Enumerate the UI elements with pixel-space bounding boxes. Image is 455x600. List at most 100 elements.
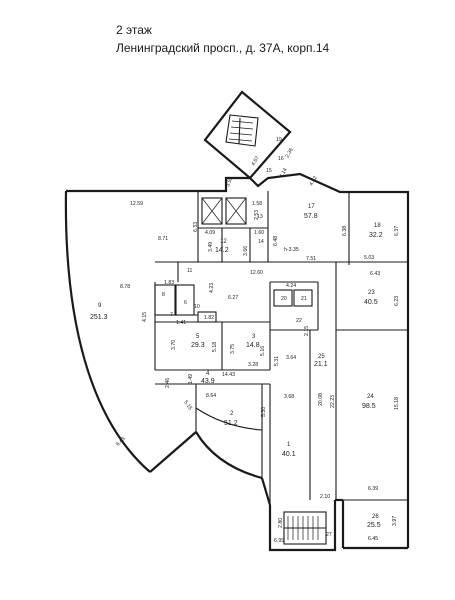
room-2-number: 2	[230, 411, 234, 417]
dim-label: 1.49	[188, 374, 194, 384]
dim-label: 2.15	[304, 326, 310, 336]
room-15-number: 15	[266, 168, 272, 174]
interior-walls	[154, 191, 408, 545]
dim-label: 6.99	[274, 538, 284, 544]
dim-label: 14.43	[222, 372, 235, 378]
dim-label: 4.24	[286, 283, 296, 289]
room-23-area: 40.5	[364, 299, 378, 306]
dim-label: 5.15	[182, 400, 193, 412]
room-13-number: 13	[257, 214, 263, 220]
room-24-area: 98.5	[362, 403, 376, 410]
dim-label: 7.51	[306, 256, 316, 262]
dim-label: 6.37	[394, 226, 400, 236]
dim-label: 5.30	[261, 407, 267, 417]
room-7-number: 7	[170, 312, 173, 318]
dim-label: 3.59	[225, 176, 234, 188]
dim-label: 2.10	[320, 494, 330, 500]
dim-label: 6.23	[394, 296, 400, 306]
room-16-number: 16	[278, 156, 284, 162]
room-4-area: 43.9	[201, 378, 215, 385]
outer-walls	[64, 172, 410, 552]
dim-label: 3.28	[248, 362, 258, 368]
dim-label: 1.60	[254, 230, 264, 236]
dim-label: 4.23	[209, 283, 215, 293]
small-room-numbers: 7 6 8 10 11 13 14 15 16 19 20 21 22 27	[162, 137, 332, 538]
dim-label: 4.09	[205, 230, 215, 236]
room-27-number: 27	[326, 532, 332, 538]
dim-label: 8.71	[158, 236, 168, 242]
dim-label: 6.48	[273, 236, 279, 246]
dim-label: 3.97	[392, 516, 398, 526]
address-title: Ленинградский просп., д. 37А, корп.14	[116, 41, 330, 55]
dim-label: 12.60	[250, 270, 263, 276]
room-9-area: 251.3	[90, 314, 108, 321]
room-26-number: 26	[372, 514, 379, 520]
dim-label: 5.31	[274, 356, 280, 366]
room-labels: 9 251.3 17 57.8 18 32.2 12 14.2 23 40.5 …	[90, 204, 383, 529]
floor-title: 2 этаж	[116, 23, 152, 37]
room-11-number: 11	[187, 268, 192, 274]
room-12-number: 12	[220, 239, 227, 245]
room-5-number: 5	[196, 334, 200, 340]
dim-label: 3.64	[286, 355, 296, 361]
room-2-area: 51.2	[224, 420, 238, 427]
dim-label: 5.03	[364, 255, 374, 261]
dim-label: 3.70	[171, 340, 177, 350]
room-25-area: 21.1	[314, 361, 328, 368]
room-17-number: 17	[308, 204, 315, 210]
room-12-area: 14.2	[215, 247, 229, 254]
room-18-number: 18	[374, 223, 381, 229]
room-1-number: 1	[287, 442, 291, 448]
room-26-area: 25.5	[367, 522, 381, 529]
dim-label: 22.23	[330, 395, 336, 408]
dim-label: 2.46	[165, 378, 171, 388]
dim-label: 5.18	[212, 342, 218, 352]
dim-label: 6.43	[370, 271, 380, 277]
room-1-area: 40.1	[282, 451, 296, 458]
room-25-number: 25	[318, 354, 325, 360]
room-17-area: 57.8	[304, 213, 318, 220]
room-18-area: 32.2	[369, 232, 383, 239]
dim-label: 2.36	[285, 147, 295, 159]
plan-header: 2 этаж Ленинградский просп., д. 37А, кор…	[116, 22, 329, 56]
room-22-number: 22	[296, 318, 302, 324]
room-24-number: 24	[367, 394, 374, 400]
room-9-number: 9	[98, 303, 102, 309]
dim-label: 2.53	[254, 210, 260, 220]
room-5-area: 29.3	[191, 342, 205, 349]
dim-label: 8.64	[206, 393, 216, 399]
dim-label: 15.18	[394, 397, 400, 410]
room-8-number: 8	[162, 292, 165, 298]
dim-label: 1.41	[176, 320, 186, 326]
room-4-number: 4	[206, 371, 210, 377]
dim-label: 4.15	[142, 312, 148, 322]
dim-label: h-3.35	[284, 247, 299, 253]
dim-label: 6.39	[368, 486, 378, 492]
dim-label: 6.45	[368, 536, 378, 542]
dim-label: 3.66	[243, 246, 249, 256]
dim-label: 4.14	[279, 167, 289, 179]
dim-label: 4.42	[309, 175, 319, 187]
room-3-number: 3	[252, 334, 256, 340]
dim-label: 1.83	[164, 280, 174, 286]
dim-label: 1.58	[252, 201, 262, 207]
dim-label: 20.08	[318, 393, 324, 406]
stair-tower	[203, 90, 292, 180]
dimension-labels: 12.59 6.33 8.71 8.78 4.15 3.59 4.09 1.58…	[115, 147, 400, 544]
dim-label: 8.78	[120, 284, 130, 290]
dim-label: 4.67	[251, 155, 261, 167]
dim-label: 3.49	[208, 242, 214, 252]
room-23-number: 23	[368, 290, 375, 296]
room-6-number: 6	[184, 300, 187, 306]
room-10-number: 10	[194, 304, 200, 310]
dim-label: 6.33	[193, 222, 199, 232]
dim-label: 6.43	[115, 436, 126, 447]
room-14-number: 14	[258, 239, 264, 245]
dim-label: 2.80	[278, 518, 284, 528]
dim-label: 3.75	[230, 344, 236, 354]
room-21-number: 21	[301, 296, 307, 302]
room-3-area: 14.8	[246, 342, 260, 349]
room-20-number: 20	[281, 296, 287, 302]
dim-label: 6.27	[228, 295, 238, 301]
